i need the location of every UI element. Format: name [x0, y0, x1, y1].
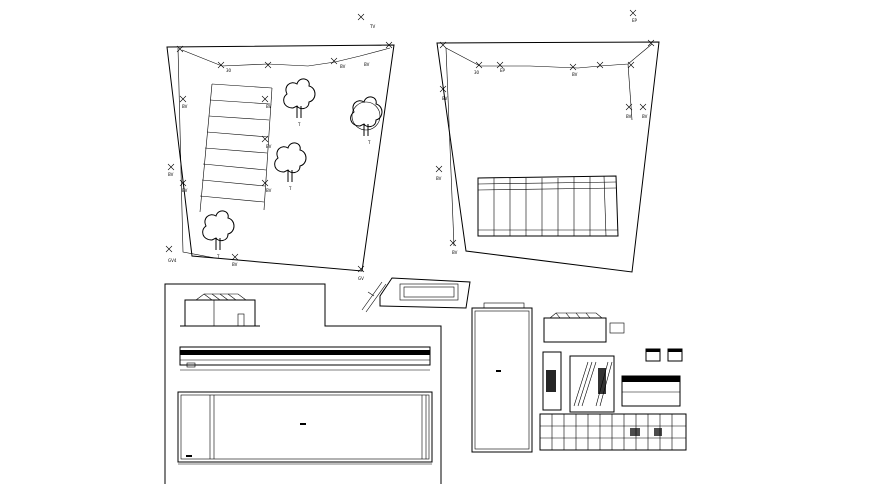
- survey-label: BV: [436, 176, 442, 181]
- survey-label: BV: [182, 104, 188, 109]
- survey-label: GV: [358, 276, 364, 281]
- tree-symbol: T: [274, 142, 307, 191]
- right-site-plan: EP 30 EP BV BV BV BV BV BV: [435, 9, 660, 273]
- long-floor-plan: [177, 391, 433, 465]
- key-plan: [361, 277, 471, 313]
- left-site-plan: 30 BV TV BV BV BV BV BV BV BV GV4 GV BV …: [165, 13, 395, 281]
- survey-label: EP: [632, 18, 638, 23]
- small-section: [180, 293, 260, 327]
- survey-label: 30: [474, 70, 480, 75]
- survey-marks: [435, 9, 655, 247]
- lower-left-sheet: [164, 283, 442, 484]
- building-outline: [477, 175, 619, 237]
- survey-label: BV: [452, 250, 458, 255]
- survey-annotations: 30 BV TV BV BV BV BV BV BV BV GV4 GV BV: [168, 24, 375, 281]
- long-elevation: [179, 346, 431, 371]
- tree-label: T: [288, 186, 292, 191]
- survey-label: BV: [442, 96, 448, 101]
- survey-label: BV: [364, 62, 370, 67]
- survey-label: EP: [500, 68, 506, 73]
- survey-marks: [165, 13, 393, 273]
- tree-symbol: T: [202, 210, 235, 259]
- tree-label: T: [297, 122, 301, 127]
- survey-label: BV: [642, 114, 648, 119]
- tall-plan: [471, 302, 533, 453]
- survey-label: BV: [168, 172, 174, 177]
- tree-symbol: T: [350, 96, 383, 145]
- survey-annotations: EP 30 EP BV BV BV BV BV BV: [436, 18, 648, 255]
- tree-label: T: [216, 254, 220, 259]
- survey-label: 30: [226, 68, 232, 73]
- tree-label: T: [367, 140, 371, 145]
- tree-symbol: T: [283, 78, 316, 127]
- detail-drawings: [539, 312, 687, 451]
- survey-label: BV: [182, 188, 188, 193]
- survey-label: BV: [266, 144, 272, 149]
- parking-stalls: [199, 83, 273, 213]
- survey-label: BV: [266, 104, 272, 109]
- survey-label: GV4: [168, 258, 177, 263]
- survey-label: TV: [369, 24, 375, 29]
- survey-label: BV: [340, 64, 346, 69]
- survey-label: BV: [232, 262, 238, 267]
- survey-label: BV: [626, 114, 632, 119]
- survey-label: BV: [572, 72, 578, 77]
- survey-label: BV: [266, 188, 272, 193]
